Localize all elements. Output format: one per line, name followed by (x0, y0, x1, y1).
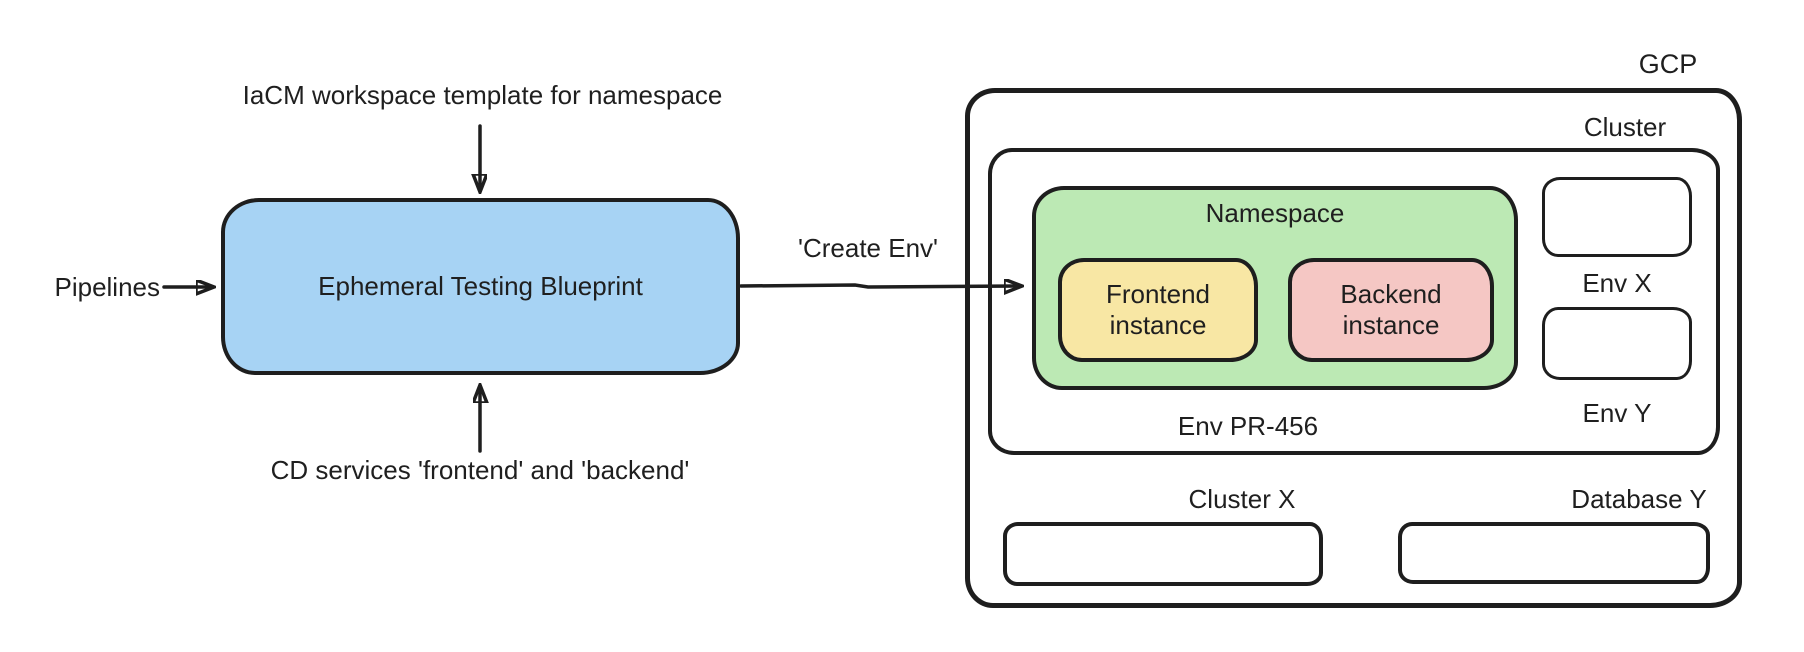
create-env-edge-label: 'Create Env' (798, 233, 938, 263)
env-y-label: Env Y (1582, 398, 1652, 428)
frontend-instance-node: Frontend instance (1058, 258, 1258, 362)
database-y-label: Database Y (1571, 484, 1707, 514)
namespace-label: Namespace (1205, 198, 1345, 228)
blueprint-node: Ephemeral Testing Blueprint (221, 198, 740, 375)
cd-services-label: CD services 'frontend' and 'backend' (270, 455, 690, 485)
backend-instance-label: Backend instance (1340, 279, 1442, 340)
frontend-instance-label: Frontend instance (1105, 279, 1211, 340)
env-pr-456-label: Env PR-456 (1177, 411, 1319, 441)
backend-instance-node: Backend instance (1288, 258, 1494, 362)
pipelines-label: Pipelines (54, 272, 160, 302)
env-x-label: Env X (1582, 268, 1652, 298)
env-y-node (1542, 307, 1692, 380)
database-y-node (1398, 522, 1710, 584)
cluster-x-node (1003, 522, 1323, 586)
iacm-template-label: IaCM workspace template for namespace (242, 80, 723, 110)
cluster-label: Cluster (1583, 112, 1667, 142)
blueprint-label: Ephemeral Testing Blueprint (318, 271, 643, 301)
cluster-x-label: Cluster X (1188, 484, 1296, 514)
gcp-label: GCP (1638, 49, 1698, 79)
env-x-node (1542, 177, 1692, 257)
